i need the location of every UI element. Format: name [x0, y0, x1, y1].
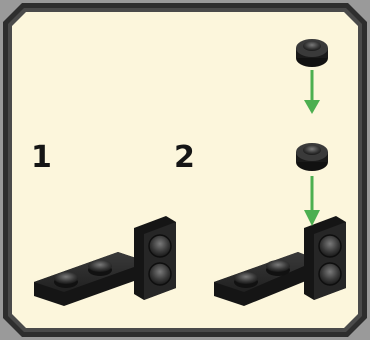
step-number: 1 [31, 140, 52, 175]
round-plate-top [296, 39, 328, 67]
step-number: 2 [174, 140, 195, 175]
stud [318, 262, 342, 286]
stud [266, 260, 290, 276]
round-plate-middle [296, 143, 328, 171]
stud [148, 234, 172, 258]
assembly-arrow [304, 70, 320, 226]
stud [54, 272, 78, 288]
stud [318, 234, 342, 258]
panel-background [12, 12, 358, 328]
stud [234, 272, 258, 288]
step2-bracket-piece [214, 216, 346, 306]
step1-bracket-piece [34, 216, 176, 306]
stud [148, 262, 172, 286]
stud [88, 260, 112, 276]
